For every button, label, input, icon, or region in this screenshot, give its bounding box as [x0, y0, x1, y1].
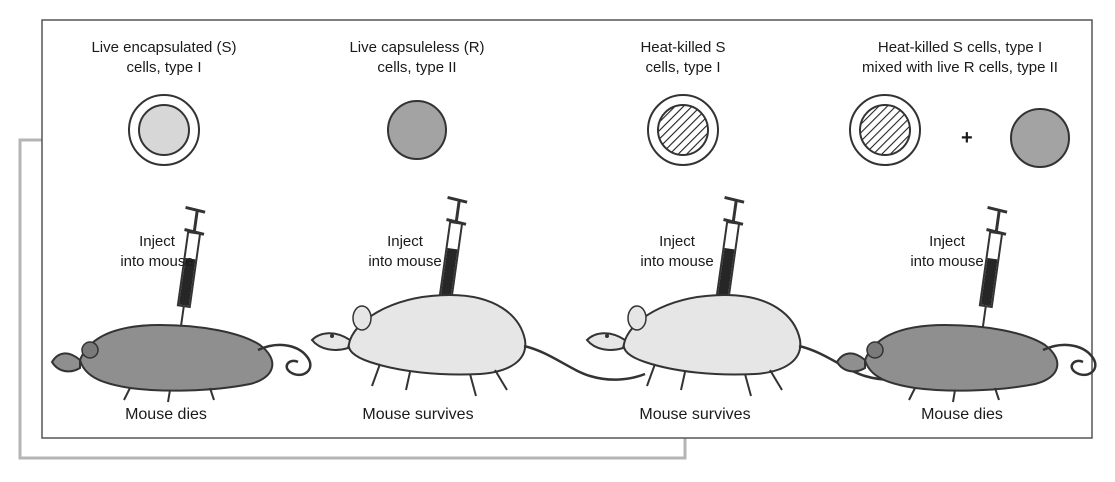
panel-3-title-line2: cells, type I — [645, 59, 721, 76]
panel-3-result: Mouse survives — [639, 406, 751, 423]
panel-1-inject-line2: into mouse — [120, 253, 194, 270]
panel-4-inject-line2: into mouse — [910, 253, 984, 270]
panel-4-inject-line1: Inject — [929, 233, 965, 250]
panel-2-title-line2: cells, type II — [377, 59, 457, 76]
panel-3-graphics — [585, 94, 922, 398]
panel-1-inject-line1: Inject — [139, 233, 175, 250]
cell-live-s — [138, 104, 190, 156]
cell-live-r — [387, 100, 447, 160]
panel-1-title-line1: Live encapsulated (S) — [91, 39, 237, 56]
cell-heat-killed-s — [657, 104, 709, 156]
panel-4-title-line2: mixed with live R cells, type II — [862, 59, 1058, 76]
panel-2-title-line1: Live capsuleless (R) — [349, 39, 485, 56]
panel-3-inject-line2: into mouse — [640, 253, 714, 270]
panel-3-title: Heat-killed S cells, type I — [558, 38, 808, 78]
panel-4-title: Heat-killed S cells, type I mixed with l… — [835, 38, 1085, 78]
panel-3-inject-line1: Inject — [659, 233, 695, 250]
panel-4-inject-label: Inject into mouse — [892, 232, 1002, 272]
plus-sign: + — [961, 127, 973, 149]
panel-1-title: Live encapsulated (S) cells, type I — [39, 38, 289, 78]
panel-1-title-line2: cells, type I — [126, 59, 202, 76]
panel-2-inject-line1: Inject — [387, 233, 423, 250]
cell-heat-killed-s-mix — [859, 104, 911, 156]
panel-2-inject-label: Inject into mouse — [350, 232, 460, 272]
panel-3-inject-label: Inject into mouse — [622, 232, 732, 272]
panel-3-title-line1: Heat-killed S — [640, 39, 726, 56]
panel-1-inject-label: Inject into mouse — [102, 232, 212, 272]
panel-1-graphics — [50, 94, 312, 404]
cell-live-r-mix — [1010, 108, 1070, 168]
panel-2-title: Live capsuleless (R) cells, type II — [292, 38, 542, 78]
panel-2-graphics — [310, 100, 647, 398]
panel-4-graphics — [835, 94, 1097, 404]
panel-4-result: Mouse dies — [921, 406, 1003, 423]
panel-4-title-line1: Heat-killed S cells, type I — [877, 39, 1043, 56]
panel-1-result: Mouse dies — [125, 406, 207, 423]
panel-2-inject-line2: into mouse — [368, 253, 442, 270]
panel-2-result: Mouse survives — [362, 406, 474, 423]
